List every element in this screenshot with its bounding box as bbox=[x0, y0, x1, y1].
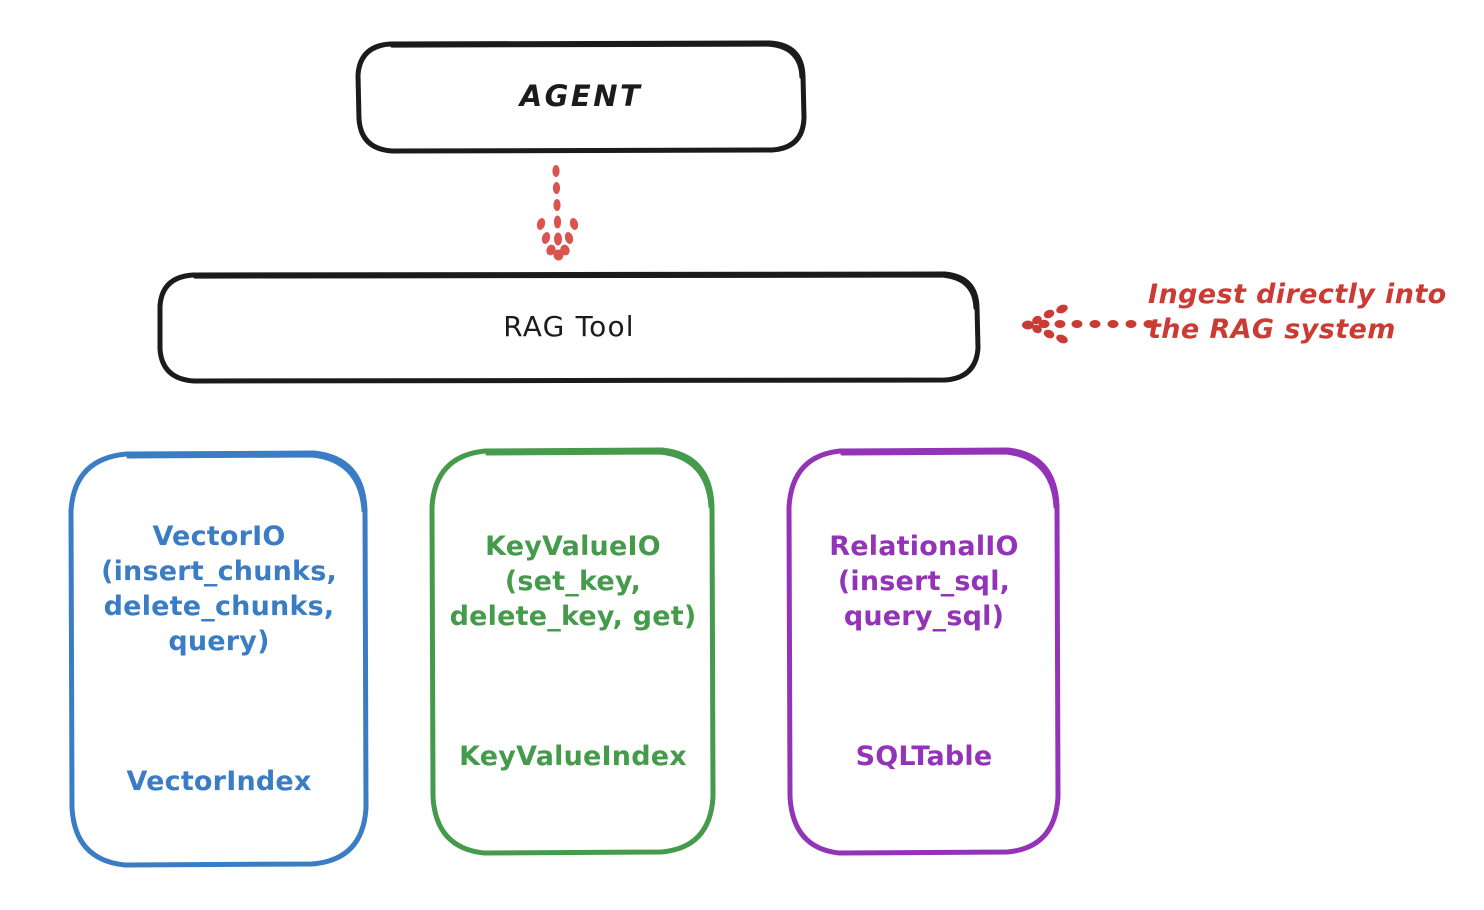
annotation-ingest-text: Ingest directly into the RAG system bbox=[1148, 279, 1447, 345]
node-agent-label: AGENT bbox=[519, 78, 643, 113]
node-key-value-io[interactable]: KeyValueIO (set_key, delete_key, get) Ke… bbox=[429, 447, 717, 856]
node-key-value-io-label: KeyValueIO (set_key, delete_key, get) Ke… bbox=[444, 494, 703, 809]
node-key-value-io-index: KeyValueIndex bbox=[459, 740, 687, 772]
node-agent[interactable]: AGENT bbox=[355, 40, 807, 154]
node-vector-io[interactable]: VectorIO (insert_chunks, delete_chunks, … bbox=[68, 450, 370, 868]
connector-ingest-arrow-icon bbox=[1022, 304, 1155, 344]
node-vector-io-interface: VectorIO (insert_chunks, delete_chunks, … bbox=[101, 521, 337, 658]
node-relational-io-spacer bbox=[829, 670, 1018, 704]
node-vector-io-index: VectorIndex bbox=[126, 765, 312, 797]
node-relational-io[interactable]: RelationalIO (insert_sql, query_sql) SQL… bbox=[786, 447, 1062, 856]
node-relational-io-label: RelationalIO (insert_sql, query_sql) SQL… bbox=[823, 494, 1024, 809]
node-vector-io-label: VectorIO (insert_chunks, delete_chunks, … bbox=[95, 484, 343, 834]
node-relational-io-interface: RelationalIO (insert_sql, query_sql) bbox=[829, 531, 1019, 633]
node-key-value-io-spacer bbox=[450, 670, 697, 704]
connector-agent-to-rag-tool-arrow-icon bbox=[536, 165, 579, 261]
node-rag-tool[interactable]: RAG Tool bbox=[157, 271, 981, 384]
node-relational-io-index: SQLTable bbox=[855, 740, 993, 772]
node-rag-tool-label: RAG Tool bbox=[503, 309, 635, 343]
node-key-value-io-interface: KeyValueIO (set_key, delete_key, get) bbox=[449, 531, 697, 633]
node-vector-io-spacer bbox=[101, 695, 337, 729]
